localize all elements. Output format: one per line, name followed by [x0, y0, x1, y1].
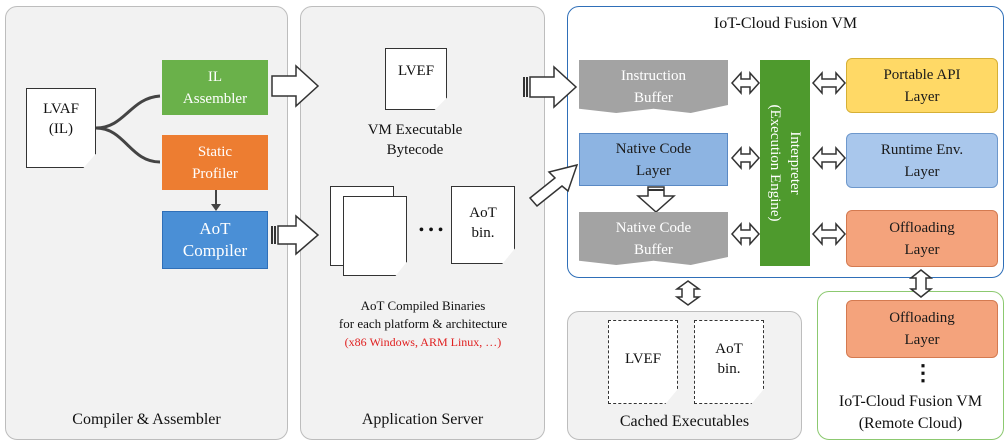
lvaf-sublabel: (IL) [48, 121, 74, 137]
native-code-layer-line2: Layer [636, 162, 671, 179]
aot-bin-line1: AoT [469, 205, 497, 221]
native-code-buffer-line2: Buffer [634, 241, 673, 258]
offloading-layer-line1: Offloading [889, 219, 955, 236]
interpreter-label: Interpreter (Execution Engine) [765, 104, 805, 221]
aot-compiler-line2: Compiler [182, 241, 248, 260]
binaries-ellipsis: • • • [418, 222, 444, 239]
runtime-env-layer-box: Runtime Env. Layer [846, 133, 998, 188]
remote-offloading-layer-box: Offloading Layer [846, 300, 998, 358]
binary-document-middle [343, 196, 407, 276]
vm-executable-line1: VM Executable [367, 122, 463, 138]
il-assembler-line2: Assembler [182, 90, 248, 107]
aot-compiler-box: AoT Compiler [162, 211, 268, 269]
double-arrows [674, 71, 934, 306]
aot-bin-document: AoT bin. [451, 186, 515, 264]
offloading-layer-box: Offloading Layer [846, 210, 998, 267]
il-to-lvef-arrow [271, 64, 320, 108]
server-to-instruction-arrow [529, 65, 578, 109]
runtime-env-line2: Layer [904, 163, 940, 180]
vm-executable-line2: Bytecode [386, 142, 444, 158]
aot-to-binaries-arrow [277, 214, 320, 256]
lvaf-to-profiler-connector [95, 126, 161, 164]
il-assembler-box: IL Assembler [162, 60, 268, 115]
remote-offloading-line1: Offloading [889, 310, 955, 326]
aot-compiler-line1: AoT [199, 219, 231, 238]
aot-binaries-line1: AoT Compiled Binaries [360, 298, 486, 313]
offloading-layer-line2: Layer [904, 241, 940, 258]
vm-executable-caption: VM Executable Bytecode [340, 120, 490, 160]
aot-binaries-caption: AoT Compiled Binaries for each platform … [318, 297, 528, 351]
instruction-buffer-box: Instruction Buffer [579, 60, 728, 113]
cached-aot-bin-document: AoT bin. [694, 320, 764, 404]
cached-executables-caption: Cached Executables [619, 413, 750, 430]
profiler-to-aot-arrowhead [211, 204, 221, 211]
portable-api-line2: Layer [904, 88, 940, 105]
interpreter-line2: (Execution Engine) [767, 104, 783, 222]
lvaf-label: LVAF [43, 101, 79, 117]
aot-bin-line2: bin. [471, 225, 495, 241]
native-code-layer-box: Native Code Layer [579, 133, 728, 186]
native-to-buffer-arrow [636, 186, 676, 214]
remote-continuation-dots: ⋮ [912, 360, 934, 385]
lvaf-document: LVAF (IL) [26, 88, 96, 168]
runtime-env-line1: Runtime Env. [880, 141, 964, 158]
interpreter-box: Interpreter (Execution Engine) [760, 60, 810, 266]
iot-cloud-vm-title: IoT-Cloud Fusion VM [713, 15, 858, 32]
remote-offloading-line2: Layer [904, 332, 940, 348]
interpreter-line1: Interpreter [787, 131, 803, 195]
lvaf-to-il-connector [95, 94, 161, 130]
native-code-layer-line1: Native Code [615, 140, 692, 157]
static-profiler-line1: Static [197, 143, 233, 160]
application-server-caption: Application Server [361, 411, 484, 428]
cached-lvef-document: LVEF [608, 320, 678, 404]
instruction-buffer-line1: Instruction [621, 67, 686, 84]
cached-aot-line2: bin. [717, 361, 741, 377]
portable-api-line1: Portable API [883, 66, 961, 83]
aot-binaries-line2: for each platform & architecture [338, 316, 508, 331]
instruction-buffer-line2: Buffer [634, 89, 673, 106]
cached-aot-line1: AoT [715, 341, 743, 357]
native-code-buffer-line1: Native Code [615, 219, 692, 236]
platforms-note: (x86 Windows, ARM Linux, …) [344, 335, 502, 349]
lvef-label: LVEF [397, 63, 435, 79]
il-assembler-line1: IL [207, 68, 223, 85]
native-code-buffer-box: Native Code Buffer [579, 212, 728, 265]
remote-cloud-caption-line2: (Remote Cloud) [858, 415, 963, 432]
compiler-assembler-caption: Compiler & Assembler [72, 411, 221, 428]
aot-bin-to-native-arrow [528, 163, 579, 208]
cached-lvef-label: LVEF [624, 351, 662, 367]
static-profiler-box: Static Profiler [162, 135, 268, 190]
lvef-document: LVEF [385, 48, 447, 110]
remote-cloud-caption-line1: IoT-Cloud Fusion VM [838, 393, 983, 410]
static-profiler-line2: Profiler [192, 165, 238, 182]
portable-api-layer-box: Portable API Layer [846, 58, 998, 113]
